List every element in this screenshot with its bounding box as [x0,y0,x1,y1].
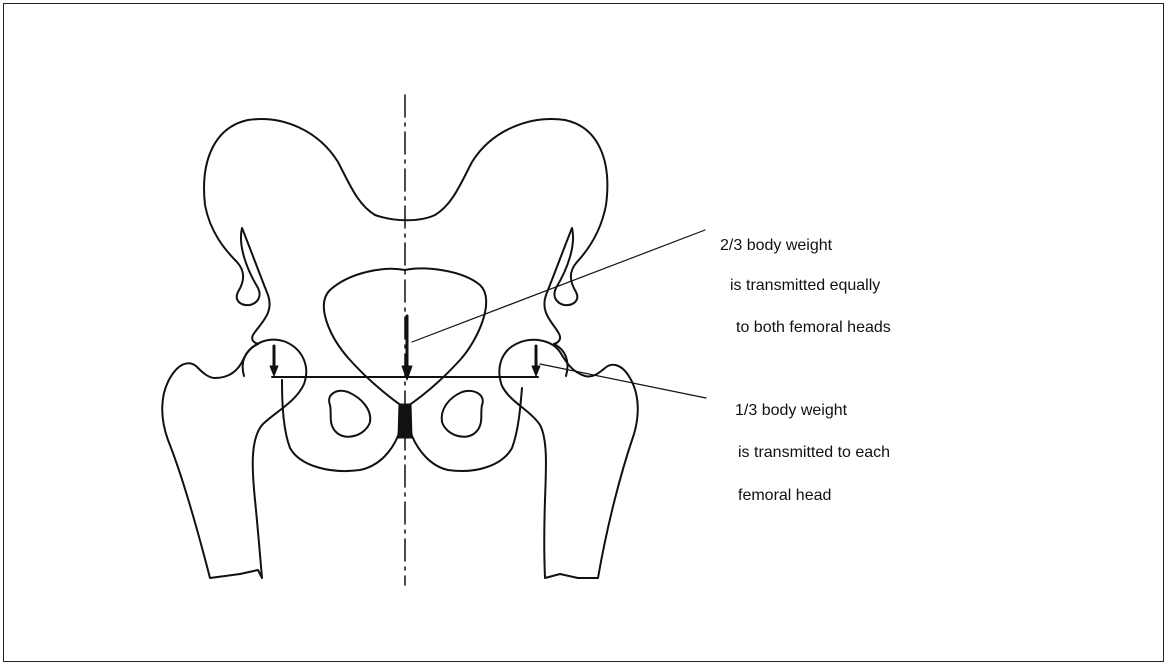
left-head-arrowhead [270,366,278,376]
left-acetabulum [243,344,258,376]
upper-label-line1: 2/3 body weight [720,237,833,254]
pubic-symphysis [398,404,412,438]
right-ischiopubic-ramus [408,388,522,471]
lower-annotation: 1/3 body weight is transmitted to each f… [735,402,890,504]
upper-label-leader [412,230,705,342]
left-iliac-wing [204,119,375,344]
left-obturator-foramen [329,391,370,437]
upper-label-line3: to both femoral heads [736,319,891,336]
lower-label-line3: femoral head [738,487,831,504]
right-femur [499,340,637,578]
upper-annotation: 2/3 body weight is transmitted equally t… [720,237,891,336]
upper-label-line2: is transmitted equally [730,277,880,294]
right-iliac-wing [375,119,607,344]
right-obturator-foramen [442,391,483,437]
right-head-arrowhead [532,366,540,376]
left-femur [162,340,306,578]
lower-label-line2: is transmitted to each [738,444,890,461]
lower-label-line1: 1/3 body weight [735,402,848,419]
